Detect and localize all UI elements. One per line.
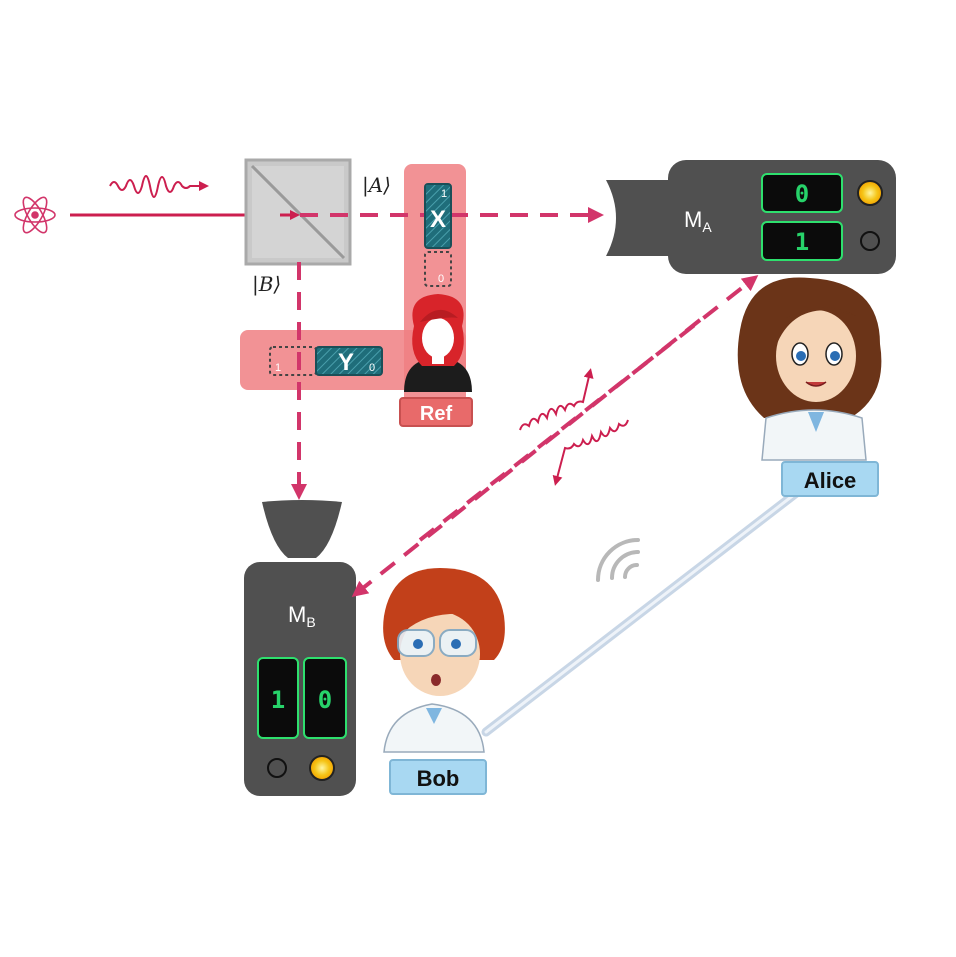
x-gate-label: X: [430, 206, 446, 233]
bob-avatar: [383, 568, 505, 753]
signal-wave-up-icon: [519, 368, 594, 431]
y-gate-right-index: 0: [369, 362, 375, 374]
detector-b-display-0: [257, 657, 299, 739]
atom-icon: [14, 196, 56, 234]
svg-text:0: 0: [795, 180, 809, 208]
y-gate-label: Y: [338, 349, 354, 376]
photon-wave-icon: [109, 175, 209, 198]
y-gate-left-index: 1: [275, 362, 281, 374]
bob-name-plate: Bob: [389, 759, 487, 795]
alice-name-plate: Alice: [781, 461, 879, 497]
y-gate: 1 Y 0: [269, 346, 383, 376]
x-gate-bottom-index: 0: [438, 273, 444, 285]
x-gate: X 1 0: [424, 183, 452, 287]
ref-label: Ref: [420, 403, 453, 425]
ket-a-label: |A⟩: [362, 173, 391, 198]
signal-wave-down-icon: [552, 419, 629, 486]
detector-b-indicator-on: [309, 755, 335, 781]
x-gate-top-index: 1: [441, 188, 447, 200]
detector-a-indicator-off: [860, 231, 880, 251]
detector-a: MA 0 1: [606, 160, 896, 274]
alice-label: Alice: [804, 468, 857, 493]
bob-label: Bob: [417, 766, 460, 791]
ref-name-plate: Ref: [399, 397, 473, 427]
alice-avatar: [737, 277, 882, 461]
ref-person-avatar: [404, 294, 472, 392]
classical-link-down: [351, 318, 702, 597]
svg-text:1: 1: [271, 686, 285, 714]
svg-text:0: 0: [318, 686, 332, 714]
detector-b-display-1: [303, 657, 347, 739]
detector-b: MB 1 0: [244, 500, 356, 796]
detector-b-indicator-off: [267, 758, 287, 778]
detector-b-label: MB: [288, 602, 316, 630]
ket-b-label: |B⟩: [252, 272, 281, 297]
wireless-signal-icon: [596, 538, 640, 582]
svg-text:1: 1: [795, 228, 809, 256]
detector-a-indicator-on: [857, 180, 883, 206]
beam-splitter: [244, 158, 352, 266]
detector-a-display-1: [761, 221, 843, 261]
detector-a-display-0: [761, 173, 843, 213]
detector-a-label: MA: [684, 207, 712, 235]
